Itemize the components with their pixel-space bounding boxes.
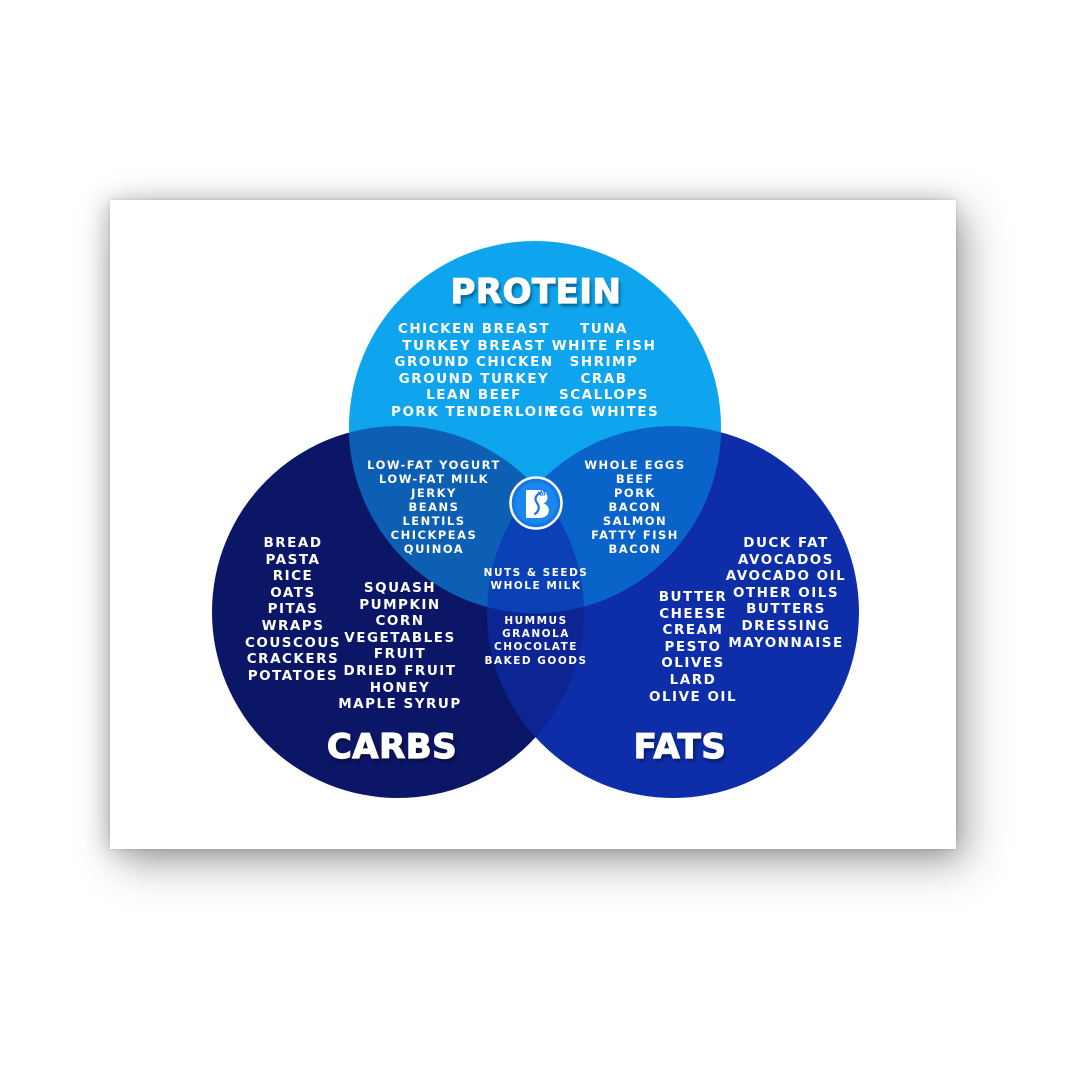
list-item: PORK TENDERLOIN: [391, 403, 557, 420]
carbs-list-left: BREAD PASTA RICE OATS PITAS WRAPS COUSCO…: [244, 535, 342, 684]
list-item: WHOLE EGGS: [584, 458, 686, 472]
list-item: DUCK FAT: [743, 535, 829, 551]
fats-list-right: DUCK FAT AVOCADOS AVOCADO OIL OTHER OILS…: [725, 535, 847, 651]
list-item: SALMON: [602, 514, 668, 528]
list-item: PITAS: [267, 601, 319, 618]
list-item: CHICKPEAS: [390, 528, 478, 542]
list-item: PESTO: [664, 638, 722, 655]
list-item: GRANOLA: [502, 628, 570, 641]
list-item: CREAM: [662, 622, 724, 639]
list-item: CHEESE: [659, 605, 727, 622]
list-item: LOW-FAT YOGURT: [367, 458, 501, 472]
list-item: PORK: [614, 486, 656, 500]
list-item: VEGETABLES: [344, 629, 456, 646]
list-item: GROUND TURKEY: [398, 370, 550, 387]
list-item: LEAN BEEF: [426, 387, 522, 404]
list-item: FATTY FISH: [591, 528, 679, 542]
list-item: BUTTERS: [746, 601, 826, 618]
protein-heading: PROTEIN: [450, 271, 622, 312]
protein-list-right: TUNA WHITE FISH SHRIMP CRAB SCALLOPS EGG…: [549, 321, 658, 421]
list-item: CORN: [375, 613, 425, 630]
list-item: WHOLE MILK: [490, 580, 582, 593]
list-item: OLIVES: [661, 655, 725, 672]
list-item: RICE: [272, 568, 314, 585]
list-item: SCALLOPS: [559, 387, 649, 404]
carbs-fats-list: HUMMUS GRANOLA CHOCOLATE BAKED GOODS: [484, 615, 588, 668]
list-item: BEANS: [408, 500, 460, 514]
list-item: BREAD: [263, 535, 323, 551]
list-item: HUMMUS: [504, 615, 568, 627]
list-item: CRACKERS: [246, 651, 340, 668]
list-item: POTATOES: [247, 667, 339, 684]
list-item: JERKY: [411, 486, 457, 500]
list-item: TUNA: [580, 321, 628, 337]
list-item: LENTILS: [402, 514, 466, 528]
list-item: DRIED FRUIT: [343, 662, 457, 679]
list-item: BACON: [608, 542, 662, 556]
list-item: QUINOA: [403, 542, 465, 556]
list-item: OLIVE OIL: [648, 688, 738, 705]
list-item: SQUASH: [363, 580, 437, 596]
list-item: AVOCADO OIL: [725, 568, 847, 585]
list-item: MAPLE SYRUP: [338, 696, 462, 713]
list-item: CHICKEN BREAST: [397, 321, 551, 337]
list-item: CRAB: [580, 370, 628, 387]
brand-b-fork-logo-icon: [509, 476, 563, 530]
carbs-heading: CARBS: [326, 726, 458, 767]
list-item: TURKEY BREAST: [402, 337, 546, 354]
protein-fats-list: WHOLE EGGS BEEF PORK BACON SALMON FATTY …: [580, 458, 690, 556]
list-item: BAKED GOODS: [484, 654, 588, 667]
list-item: PUMPKIN: [359, 596, 441, 613]
list-item: MAYONNAISE: [728, 634, 844, 651]
list-item: PASTA: [265, 551, 321, 568]
list-item: BACON: [608, 500, 662, 514]
list-item: LOW-FAT MILK: [379, 472, 489, 486]
list-item: EGG WHITES: [548, 403, 660, 420]
protein-list-left: CHICKEN BREAST TURKEY BREAST GROUND CHIC…: [391, 321, 555, 421]
list-item: HONEY: [369, 679, 431, 696]
carbs-list-right: SQUASH PUMPKIN CORN VEGETABLES FRUIT DRI…: [338, 580, 460, 713]
list-item: WRAPS: [261, 617, 325, 634]
list-item: BEEF: [615, 472, 655, 486]
list-item: WHITE FISH: [551, 337, 657, 354]
list-item: FRUIT: [373, 646, 427, 663]
list-item: GROUND CHICKEN: [394, 354, 554, 371]
fats-list-left: BUTTER CHEESE CREAM PESTO OLIVES LARD OL…: [648, 589, 738, 705]
list-item: LARD: [669, 671, 717, 688]
list-item: OATS: [270, 584, 316, 601]
list-item: DRESSING: [741, 617, 831, 634]
list-item: NUTS & SEEDS: [483, 567, 589, 579]
list-item: BUTTER: [658, 589, 728, 605]
fats-heading: FATS: [633, 726, 727, 767]
list-item: OTHER OILS: [732, 584, 840, 601]
list-item: COUSCOUS: [244, 634, 342, 651]
all-three-list: NUTS & SEEDS WHOLE MILK: [483, 567, 589, 593]
list-item: AVOCADOS: [738, 551, 834, 568]
protein-carbs-list: LOW-FAT YOGURT LOW-FAT MILK JERKY BEANS …: [367, 458, 501, 556]
list-item: CHOCOLATE: [494, 641, 578, 654]
list-item: SHRIMP: [569, 354, 639, 371]
